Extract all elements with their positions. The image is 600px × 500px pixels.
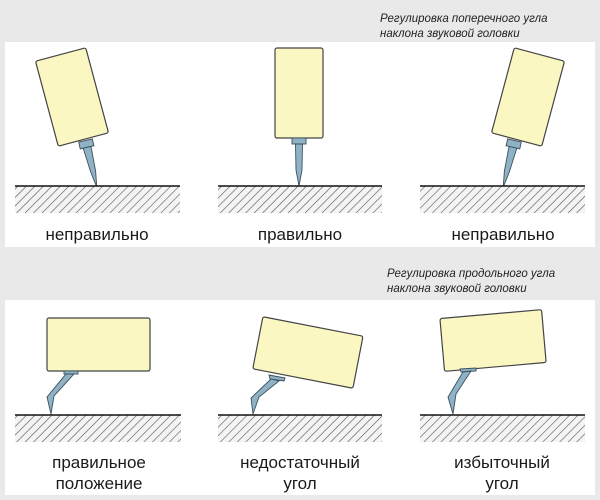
ground-hatch bbox=[218, 186, 382, 213]
label-correct-position-line2: положение bbox=[56, 474, 143, 493]
ground-hatch bbox=[15, 415, 181, 442]
bottom-caption-line2: наклона звуковой головки bbox=[387, 283, 527, 295]
stylus bbox=[447, 367, 477, 415]
cartridge-body bbox=[274, 47, 324, 139]
cartridge-tilted-right bbox=[491, 47, 565, 188]
cartridge-body bbox=[35, 47, 109, 147]
cartridge-level bbox=[46, 317, 151, 415]
label-insufficient-line1: недостаточный bbox=[240, 453, 360, 472]
label-incorrect-right: неправильно bbox=[451, 225, 554, 244]
cartridge-upright bbox=[274, 47, 324, 187]
label-correct: правильно bbox=[258, 225, 342, 244]
label-excessive-line2: угол bbox=[485, 474, 518, 493]
top-caption-line1: Регулировка поперечного угла bbox=[380, 13, 548, 25]
cartridge-tilted-left bbox=[35, 47, 109, 188]
cartridge-body bbox=[46, 317, 151, 372]
stylus bbox=[250, 374, 286, 415]
label-incorrect-left: неправильно bbox=[45, 225, 148, 244]
label-correct-position-line1: правильное bbox=[52, 453, 146, 472]
cartridge-excessive-angle bbox=[439, 309, 547, 415]
cartridge-body bbox=[491, 47, 565, 147]
ground-hatch bbox=[218, 415, 382, 442]
stylus bbox=[291, 137, 307, 187]
ground-hatch bbox=[420, 415, 585, 442]
ground-hatch bbox=[420, 186, 585, 213]
ground-hatch bbox=[15, 186, 180, 213]
stylus bbox=[502, 138, 522, 188]
label-excessive-line1: избыточный bbox=[454, 453, 550, 472]
cartridge-body bbox=[252, 316, 364, 389]
bottom-caption-line1: Регулировка продольного угла bbox=[387, 268, 555, 280]
stylus bbox=[46, 370, 79, 415]
label-insufficient-line2: угол bbox=[283, 474, 316, 493]
cartridge-body bbox=[439, 309, 547, 372]
cartridge-insufficient-angle bbox=[250, 316, 364, 415]
top-caption-line2: наклона звуковой головки bbox=[380, 28, 520, 40]
stylus bbox=[78, 138, 98, 188]
